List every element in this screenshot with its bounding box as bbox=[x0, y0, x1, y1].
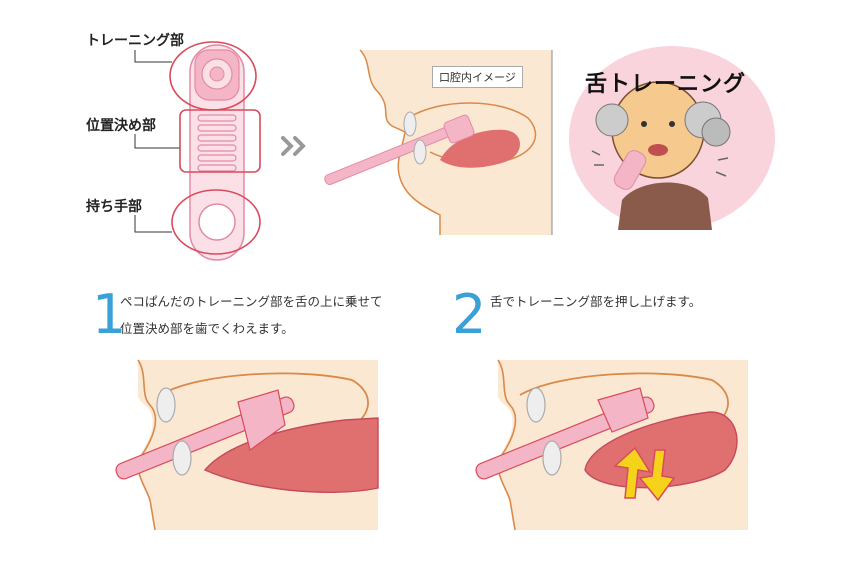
device-head-center bbox=[209, 66, 225, 82]
upper-tooth-step-2 bbox=[526, 387, 546, 423]
leader-line-handle bbox=[134, 215, 172, 233]
label-handle-part: 持ち手部 bbox=[86, 199, 142, 215]
label-positioning-part: 位置決め部 bbox=[86, 118, 156, 134]
step-1-illustration bbox=[115, 359, 379, 531]
lower-tooth-step-2 bbox=[542, 440, 562, 476]
step-2-number: 2 bbox=[452, 283, 487, 346]
character-body bbox=[618, 182, 712, 230]
lower-tooth-top bbox=[413, 139, 427, 165]
leader-line-positioning bbox=[134, 134, 180, 149]
upper-tooth-step-1 bbox=[156, 387, 176, 423]
step-2-illustration bbox=[475, 359, 748, 531]
lower-tooth-step-1 bbox=[172, 440, 192, 476]
device-handle-hole bbox=[198, 203, 236, 241]
step-1-line-2: 位置決め部を歯でくわえます。 bbox=[120, 321, 294, 336]
double-chevron-icon bbox=[281, 136, 306, 156]
leader-line-training bbox=[134, 50, 172, 63]
tongue-training-title: 舌トレーニング bbox=[585, 72, 747, 97]
tongue-step-1 bbox=[203, 417, 379, 494]
highlight-handle bbox=[171, 189, 261, 255]
tongue-top bbox=[440, 129, 520, 168]
step-1-number: 1 bbox=[92, 283, 127, 346]
oral-image-tag: 口腔内イメージ bbox=[432, 66, 523, 88]
upper-tooth-top bbox=[403, 111, 417, 137]
highlight-positioning bbox=[179, 109, 261, 173]
up-down-arrows-icon bbox=[613, 446, 676, 502]
character-device bbox=[613, 150, 647, 190]
mouth-cross-section-top bbox=[324, 49, 553, 235]
character-illustration bbox=[569, 46, 775, 230]
label-training-part: トレーニング部 bbox=[86, 33, 184, 49]
step-1-line-1: ペコぱんだのトレーニング部を舌の上に乗せて bbox=[120, 294, 383, 309]
step-2-line-1: 舌でトレーニング部を押し上げます。 bbox=[490, 294, 702, 309]
device-ribs bbox=[197, 114, 237, 172]
